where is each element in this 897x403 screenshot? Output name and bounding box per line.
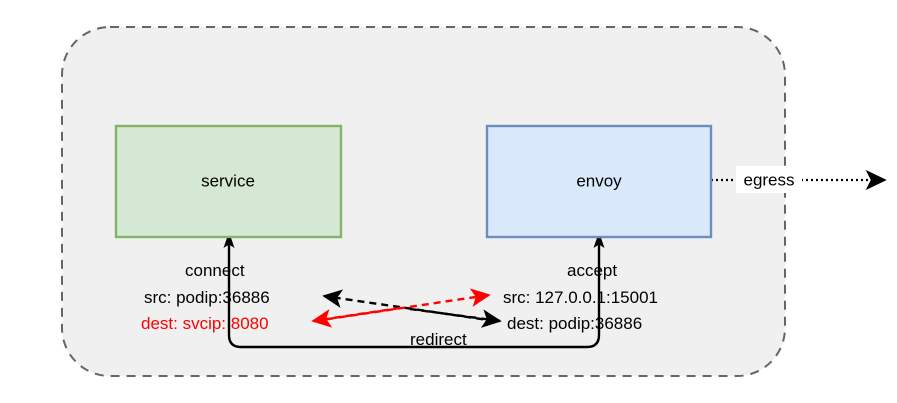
accept-dest: dest: podip:36886	[507, 314, 642, 333]
connect-title: connect	[185, 261, 245, 280]
accept-src: src: 127.0.0.1:15001	[503, 288, 658, 307]
envoy-inbound-arrowhead	[593, 232, 605, 248]
connect-dest: dest: svcip: 8080	[141, 314, 269, 333]
redirect-arrow-black	[322, 289, 496, 323]
node-service[interactable]	[114, 124, 343, 239]
redirect-arrow-black-fwd	[409, 307, 502, 328]
egress-label-bg	[736, 166, 802, 193]
redirect-arrow-red	[314, 288, 491, 323]
redirect-solid-connector	[227, 237, 601, 349]
node-envoy[interactable]	[485, 124, 713, 239]
connect-src: src: podip:36886	[144, 288, 270, 307]
service-inbound-arrowhead	[223, 232, 235, 248]
pod-boundary	[61, 26, 786, 377]
node-envoy-label: envoy	[576, 171, 622, 190]
egress-label: egress	[743, 170, 794, 189]
redirect-arrow-red-back	[311, 306, 401, 328]
node-service-label: service	[201, 171, 255, 190]
redirect-label: redirect	[410, 330, 467, 349]
accept-title: accept	[567, 261, 617, 280]
